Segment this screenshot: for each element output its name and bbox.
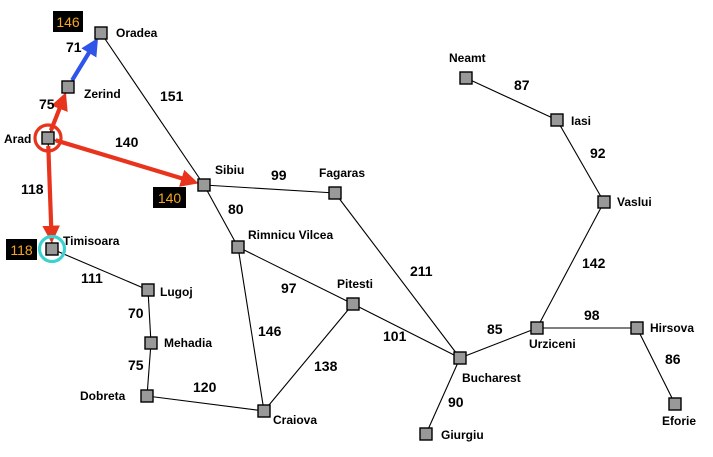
nodes-layer bbox=[33, 26, 682, 441]
road-distance-label: 75 bbox=[39, 96, 55, 112]
city-node-craiova[interactable] bbox=[257, 404, 271, 418]
city-node-urziceni[interactable] bbox=[530, 321, 544, 335]
road-distance-label: 118 bbox=[21, 181, 44, 197]
city-label-pitesti: Pitesti bbox=[337, 277, 373, 291]
city-label-iasi: Iasi bbox=[571, 114, 591, 128]
road-distance-label: 111 bbox=[81, 270, 103, 286]
road-distance-label: 85 bbox=[487, 321, 503, 337]
city-node-dobreta[interactable] bbox=[140, 389, 154, 403]
road-bucharest-urziceni bbox=[459, 327, 538, 359]
road-iasi-neamt bbox=[465, 77, 558, 121]
road-distance-label: 138 bbox=[314, 358, 338, 374]
city-label-sibiu: Sibiu bbox=[215, 163, 244, 177]
road-timisoara-lugoj bbox=[51, 248, 149, 291]
road-distance-label: 98 bbox=[584, 307, 600, 323]
city-label-hirsova: Hirsova bbox=[650, 321, 694, 335]
city-label-bucharest: Bucharest bbox=[462, 371, 521, 385]
city-label-giurgiu: Giurgiu bbox=[441, 428, 484, 442]
road-distance-label: 80 bbox=[228, 201, 244, 217]
road-distance-label: 70 bbox=[128, 305, 144, 321]
road-distance-label: 86 bbox=[665, 351, 681, 367]
road-distance-label: 120 bbox=[193, 379, 217, 395]
road-lugoj-mehadia bbox=[147, 289, 152, 344]
city-node-vaslui[interactable] bbox=[597, 195, 611, 209]
roads-layer bbox=[47, 32, 676, 435]
city-node-timisoara[interactable] bbox=[45, 242, 59, 256]
road-rimnicu-craiova bbox=[237, 246, 265, 412]
city-label-vaslui: Vaslui bbox=[617, 195, 652, 209]
city-node-giurgiu[interactable] bbox=[419, 427, 433, 441]
path-cost-value: 118 bbox=[10, 242, 33, 258]
road-sibiu-rimnicu bbox=[203, 184, 239, 248]
road-distance-label: 75 bbox=[128, 357, 144, 373]
city-label-oradea: Oradea bbox=[116, 26, 158, 40]
road-rimnicu-pitesti bbox=[237, 246, 354, 305]
search-arrow-arad-timisoara bbox=[42, 145, 60, 244]
road-sibiu-fagaras bbox=[203, 184, 336, 194]
city-node-oradea[interactable] bbox=[94, 26, 108, 40]
road-distance-label: 151 bbox=[160, 88, 184, 104]
path-cost-badge-sibiu bbox=[153, 187, 186, 208]
city-label-dobreta: Dobreta bbox=[80, 389, 126, 403]
search-layer bbox=[42, 37, 199, 244]
road-craiova-pitesti bbox=[263, 303, 354, 412]
expanded-node-ring bbox=[33, 123, 63, 153]
road-oradea-sibiu bbox=[100, 32, 205, 186]
city-node-iasi[interactable] bbox=[550, 113, 564, 127]
road-pitesti-bucharest bbox=[352, 303, 461, 359]
city-label-mehadia: Mehadia bbox=[164, 336, 212, 350]
city-node-rimnicu[interactable] bbox=[231, 240, 245, 254]
road-urziceni-vaslui bbox=[536, 201, 605, 329]
city-node-lugoj[interactable] bbox=[141, 283, 155, 297]
road-distance-label: 101 bbox=[383, 328, 407, 344]
city-node-zerind[interactable] bbox=[61, 80, 75, 94]
city-label-craiova: Craiova bbox=[273, 413, 317, 427]
search-arrow-zerind-oradea bbox=[70, 37, 99, 82]
city-label-fagaras: Fagaras bbox=[319, 166, 365, 180]
city-node-neamt[interactable] bbox=[459, 71, 473, 85]
road-vaslui-iasi bbox=[556, 119, 605, 203]
road-mehadia-dobreta bbox=[146, 342, 152, 397]
city-node-fagaras[interactable] bbox=[328, 186, 342, 200]
road-distance-label: 87 bbox=[514, 77, 530, 93]
city-node-bucharest[interactable] bbox=[453, 351, 467, 365]
road-distance-label: 92 bbox=[590, 145, 606, 161]
city-node-hirsova[interactable] bbox=[630, 321, 644, 335]
road-dobreta-craiova bbox=[146, 395, 265, 412]
path-cost-value: 140 bbox=[158, 190, 182, 206]
road-distance-label: 99 bbox=[271, 167, 287, 183]
city-label-zerind: Zerind bbox=[84, 87, 121, 101]
path-cost-value: 146 bbox=[56, 14, 80, 30]
city-node-sibiu[interactable] bbox=[197, 178, 211, 192]
path-cost-badge-oradea bbox=[53, 11, 83, 32]
labels-layer: 75 71 151 140 118 111 70 75 120 99 80 97 146 138 101 21… bbox=[4, 26, 696, 442]
city-label-lugoj: Lugoj bbox=[160, 285, 193, 299]
road-distance-label: 71 bbox=[66, 39, 82, 55]
city-label-neamt: Neamt bbox=[449, 51, 486, 65]
city-node-pitesti[interactable] bbox=[346, 297, 360, 311]
road-distance-label: 90 bbox=[448, 394, 464, 410]
path-cost-badge-timisoara bbox=[6, 239, 37, 260]
road-hirsova-eforie bbox=[636, 327, 676, 405]
city-node-eforie[interactable] bbox=[668, 397, 682, 411]
selected-node-ring bbox=[37, 234, 67, 264]
road-distance-label: 97 bbox=[281, 280, 297, 296]
city-label-urziceni: Urziceni bbox=[529, 337, 576, 351]
search-arrow-arad-sibiu bbox=[55, 138, 199, 187]
city-label-rimnicu: Rimnicu Vilcea bbox=[248, 228, 333, 242]
road-distance-label: 140 bbox=[115, 134, 139, 150]
road-distance-label: 146 bbox=[258, 323, 282, 339]
city-label-arad: Arad bbox=[4, 132, 31, 146]
road-distance-label: 211 bbox=[410, 263, 433, 279]
road-bucharest-giurgiu bbox=[425, 357, 461, 435]
road-fagaras-bucharest bbox=[334, 192, 461, 359]
city-node-mehadia[interactable] bbox=[144, 336, 158, 350]
road-distance-label: 142 bbox=[582, 255, 606, 271]
city-node-arad[interactable] bbox=[41, 131, 55, 145]
city-label-timisoara: Timisoara bbox=[63, 234, 120, 248]
costs-layer: 146 140 118 bbox=[6, 11, 186, 260]
city-label-eforie: Eforie bbox=[662, 414, 696, 428]
